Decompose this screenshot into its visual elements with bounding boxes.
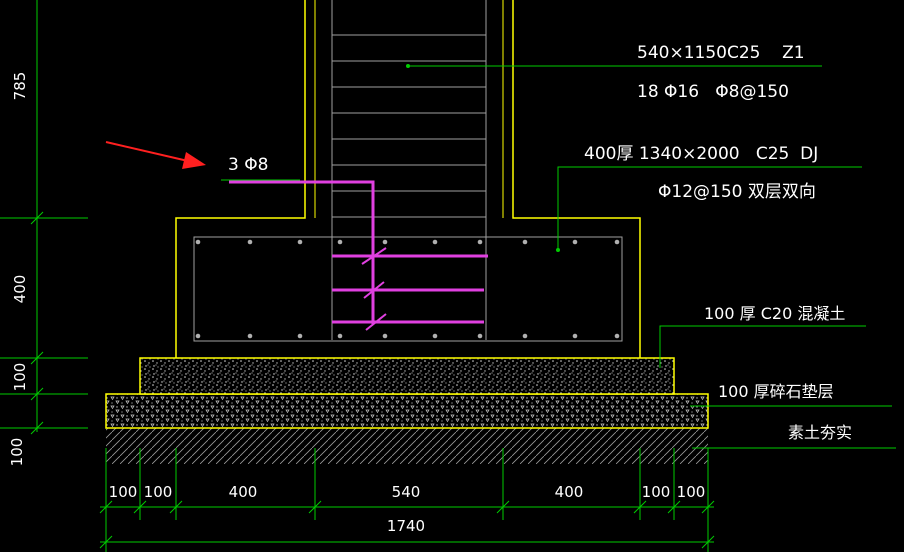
dimension-400-left: 400: [229, 483, 258, 501]
label-leaders: [221, 65, 896, 449]
dimension-400-right: 400: [555, 483, 584, 501]
dimension-100-d: 100: [677, 483, 706, 501]
stirrup-label: 3 Φ8: [228, 155, 268, 175]
soil-layer-label: 素土夯实: [788, 423, 852, 442]
concrete-layer-label: 100 厚 C20 混凝土: [704, 304, 845, 323]
horizontal-dimension-chain: [99, 448, 715, 552]
column-spec-label: 540×1150C25 Z1: [637, 43, 805, 63]
dimension-540: 540: [392, 483, 421, 501]
gravel-layer-label: 100 厚碎石垫层: [718, 382, 834, 401]
footing-spec-label: 400厚 1340×2000 C25 DJ: [584, 144, 818, 164]
dimension-100-c: 100: [642, 483, 671, 501]
gravel-cushion-layer: [105, 393, 709, 429]
vertical-dimension-100-lower: 100: [8, 438, 26, 467]
compacted-soil-layer: [106, 428, 708, 464]
red-arrow-icon: [105, 141, 206, 169]
vertical-dimension-chain: [0, 0, 88, 435]
vertical-dimension-785: 785: [11, 72, 29, 101]
column-label-dot: [406, 64, 410, 68]
column-inner-outline: [314, 0, 504, 218]
footing-rebar-dots: [195, 239, 620, 339]
dimension-100-a: 100: [109, 483, 138, 501]
dimension-total-1740: 1740: [387, 517, 425, 535]
footing-label-dot: [556, 248, 560, 252]
dimension-100-b: 100: [144, 483, 173, 501]
column-rebar: [331, 0, 487, 340]
column-rebar-label: 18 Φ16 Φ8@150: [637, 82, 789, 102]
footing-rebar-cage: [193, 236, 623, 342]
footing-rebar-label: Φ12@150 双层双向: [658, 182, 816, 202]
concrete-cushion-layer: [139, 357, 675, 395]
vertical-dimension-100-upper: 100: [11, 363, 29, 392]
footing-stirrups: [229, 180, 488, 331]
vertical-dimension-400: 400: [11, 275, 29, 304]
footing-column-outline: [175, 0, 641, 358]
